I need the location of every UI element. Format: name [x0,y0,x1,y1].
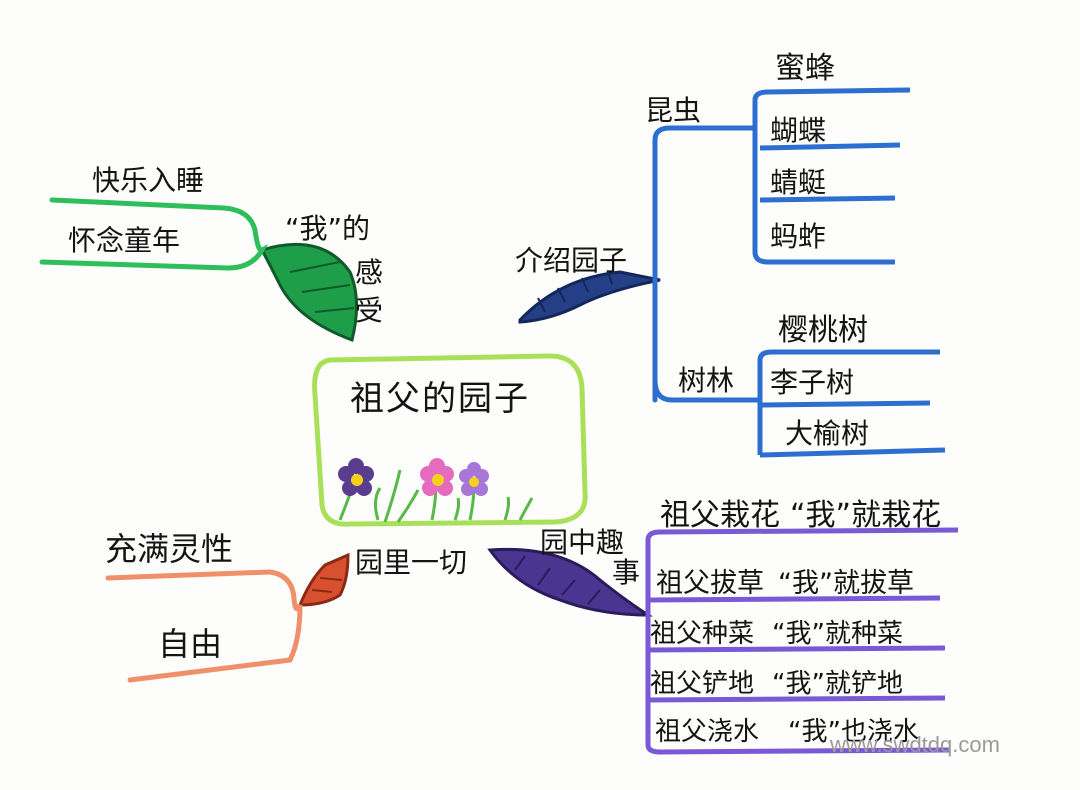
center-title: 祖父的园子 [350,379,530,419]
branch-garden: 介绍园子 昆虫 树林 蜜蜂 蝴蝶 蜻蜓 蚂蚱 樱桃树 李子树 大榆树 [515,51,946,458]
feeling-frame [39,197,269,271]
feeling-label-part2: 感 [355,256,383,289]
fun-grandpa-action: 祖父栽花 [660,498,780,533]
leaf-all [297,552,350,607]
all-item-1: 充满灵性 [105,530,233,568]
flower-drawing [338,458,534,523]
watermark: www.swdtdq.com [829,732,1000,757]
leaf-garden [518,270,661,324]
fun-grandpa-action: 祖父种菜 [650,619,754,649]
feeling-item-2: 怀念童年 [68,224,180,257]
center-node: 祖父的园子 [312,353,588,527]
feeling-label-part1: “我”的 [285,212,370,245]
center-node-border [312,353,588,527]
fun-row: 祖父浇水 “我”也浇水 [655,717,919,747]
feeling-label-part3: 受 [355,294,383,327]
insect-item-4: 蚂蚱 [770,220,826,253]
all-label: 园里一切 [355,546,467,579]
fun-row: 祖父拔草 “我”就拔草 [656,568,914,599]
garden-label: 介绍园子 [515,244,627,277]
trees-label: 树林 [678,364,734,397]
leaf-feeling [259,242,359,342]
all-item-2: 自由 [158,625,222,663]
fun-label-part2: 事 [612,556,640,589]
tree-item-1: 樱桃树 [778,313,868,348]
all-frame [105,569,303,683]
fun-row: 祖父种菜 “我”就种菜 [650,619,903,649]
feeling-item-1: 快乐入睡 [92,164,204,197]
tree-item-2: 李子树 [770,366,854,399]
insects-label: 昆虫 [645,94,701,127]
fun-grandpa-action: 祖父浇水 [655,717,759,747]
fun-me-action: “我”也浇水 [788,717,919,747]
fun-row: 祖父铲地 “我”就铲地 [650,669,903,699]
fun-me-action: “我”就栽花 [790,498,941,533]
insect-item-2: 蝴蝶 [770,114,826,147]
branch-feeling: “我”的 感 受 快乐入睡 怀念童年 [39,164,383,342]
fun-me-action: “我”就铲地 [772,669,903,699]
branch-fun: 园中趣 事 祖父栽花“我”就栽花祖父拔草“我”就拔草祖父种菜“我”就种菜祖父铲地… [487,498,959,755]
tree-item-3: 大榆树 [785,417,869,450]
fun-grandpa-action: 祖父铲地 [650,669,754,699]
fun-grandpa-action: 祖父拔草 [656,568,764,599]
insect-item-3: 蜻蜓 [770,166,826,199]
insect-item-1: 蜜蜂 [775,51,835,86]
fun-me-action: “我”就种菜 [772,619,903,649]
branch-all: 园里一切 充满灵性 自由 [105,530,467,683]
fun-label-part1: 园中趣 [540,526,624,559]
fun-row: 祖父栽花 “我”就栽花 [660,498,941,533]
fun-me-action: “我”就拔草 [778,568,914,599]
